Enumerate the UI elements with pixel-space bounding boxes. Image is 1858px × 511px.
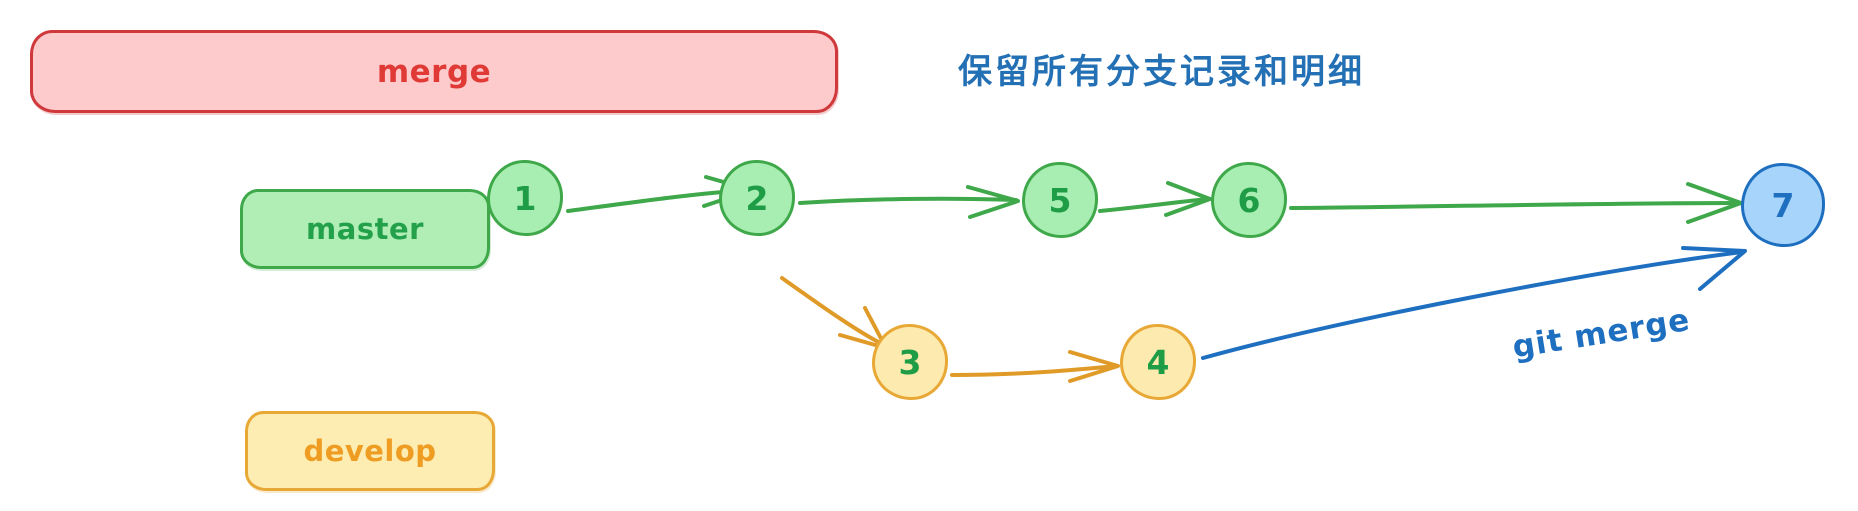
commit-node-4[interactable]: 4 <box>1120 324 1196 400</box>
edge-c2-c5 <box>798 185 1020 219</box>
edge-c5-c6 <box>1098 181 1212 217</box>
commit-node-3[interactable]: 3 <box>872 324 948 400</box>
merge-title-label: merge <box>376 53 492 90</box>
branch-label-master: master <box>240 189 490 269</box>
merge-title-box: merge <box>30 30 838 113</box>
edge-c2-c3 <box>780 276 888 350</box>
edge-c3-c4 <box>950 350 1120 383</box>
branch-label-develop-text: develop <box>303 434 437 468</box>
edge-c6-c7 <box>1289 182 1743 224</box>
branch-label-develop: develop <box>245 411 495 491</box>
branch-label-master-text: master <box>306 212 424 246</box>
commit-node-7[interactable]: 7 <box>1741 163 1825 247</box>
git-merge-annotation: git merge <box>1510 301 1693 366</box>
commit-node-1[interactable]: 1 <box>487 160 563 236</box>
commit-node-6[interactable]: 6 <box>1211 162 1287 238</box>
headline-text: 保留所有分支记录和明细 <box>958 52 1365 92</box>
commit-node-5[interactable]: 5 <box>1022 162 1098 238</box>
commit-node-2[interactable]: 2 <box>719 160 795 236</box>
